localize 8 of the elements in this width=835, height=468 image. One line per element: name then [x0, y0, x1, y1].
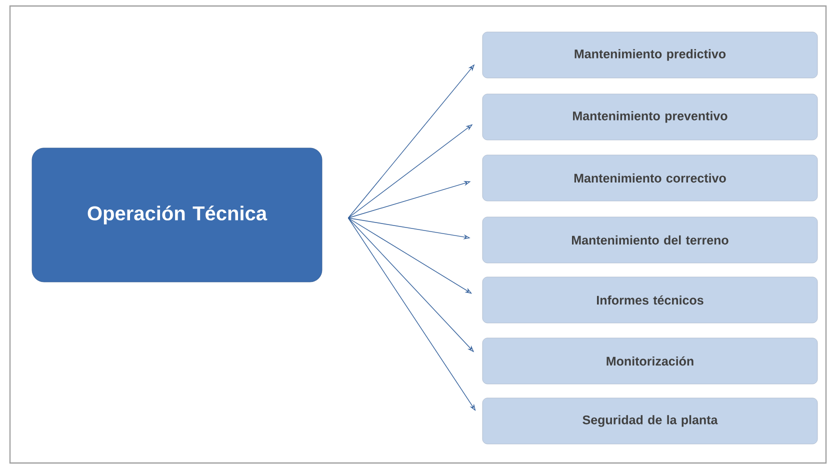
category-box: Monitorización — [482, 338, 818, 384]
category-box: Seguridad de la planta — [482, 398, 818, 444]
category-box: Mantenimiento del terreno — [482, 216, 818, 264]
category-box: Mantenimiento preventivo — [482, 94, 818, 140]
category-box: Mantenimiento predictivo — [482, 32, 818, 78]
category-box: Mantenimiento correctivo — [482, 154, 818, 202]
category-box: Informes técnicos — [482, 276, 818, 324]
main-box: Operación Técnica — [32, 148, 322, 282]
